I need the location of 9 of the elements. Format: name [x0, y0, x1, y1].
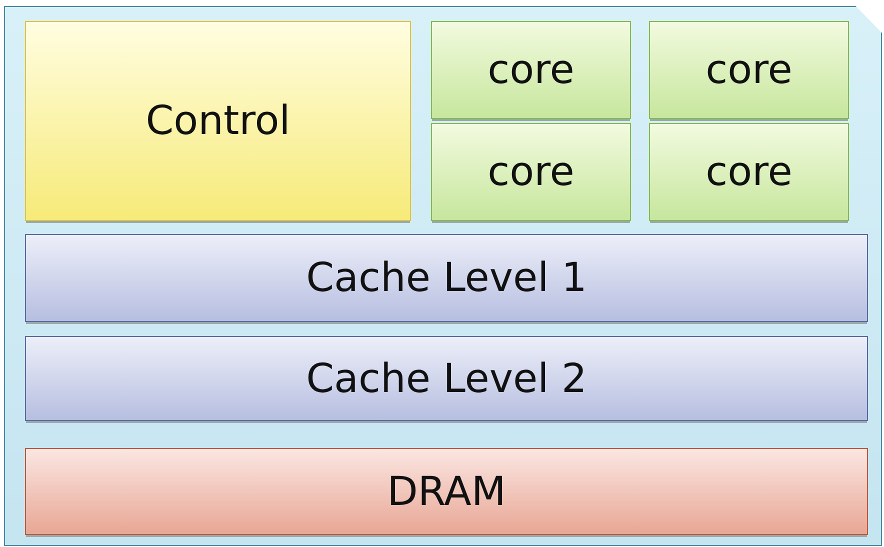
cache-block: Cache Level 1 [25, 234, 868, 322]
core-block: core [649, 21, 849, 119]
core-block: core [649, 123, 849, 221]
cache-block: Cache Level 2 [25, 336, 868, 421]
core-block: core [431, 21, 631, 119]
memory-block: DRAM [25, 448, 868, 535]
chip-panel [4, 6, 882, 546]
core-block: core [431, 123, 631, 221]
control-block: Control [25, 21, 411, 221]
